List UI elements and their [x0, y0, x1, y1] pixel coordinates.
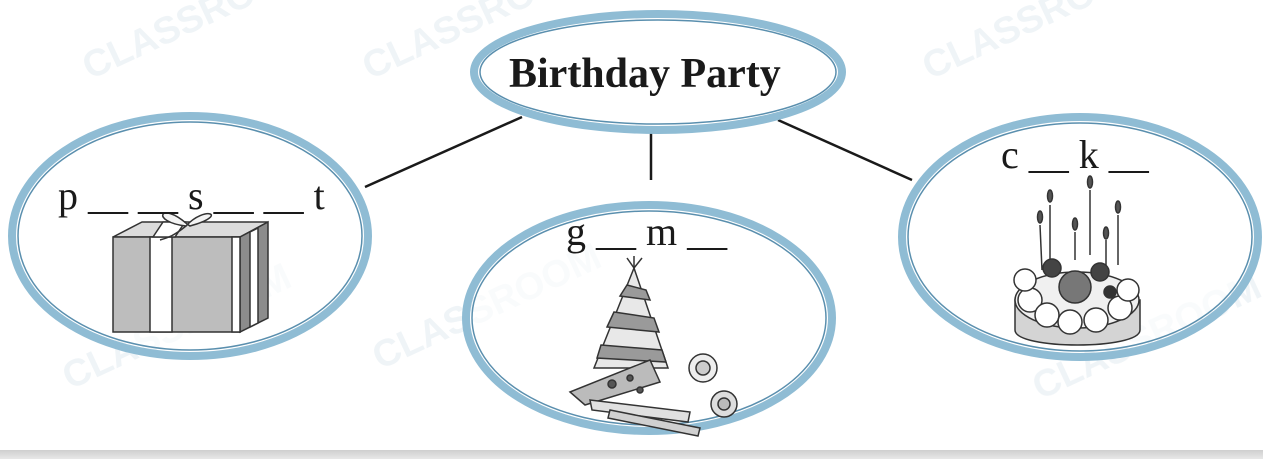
party-hat-icon — [568, 256, 738, 437]
svg-text:CLASSROOM: CLASSROOM — [76, 0, 318, 88]
central-ellipse — [470, 10, 846, 134]
connector-cake — [777, 118, 913, 182]
node-ellipse-cake — [898, 113, 1262, 361]
central-title: Birthday Party — [509, 51, 781, 97]
birthday-cake-icon — [1013, 175, 1141, 346]
word-present: p __ __ s __ __ t — [58, 173, 325, 218]
bottom-rule — [0, 450, 1263, 459]
word-game: g __ m __ — [566, 209, 728, 254]
word-cake: c __ k __ — [1001, 132, 1149, 177]
gift-box-icon — [112, 212, 269, 334]
svg-text:CLASSROOM: CLASSROOM — [916, 0, 1158, 88]
connector-present — [364, 115, 523, 189]
connectors — [364, 115, 913, 189]
